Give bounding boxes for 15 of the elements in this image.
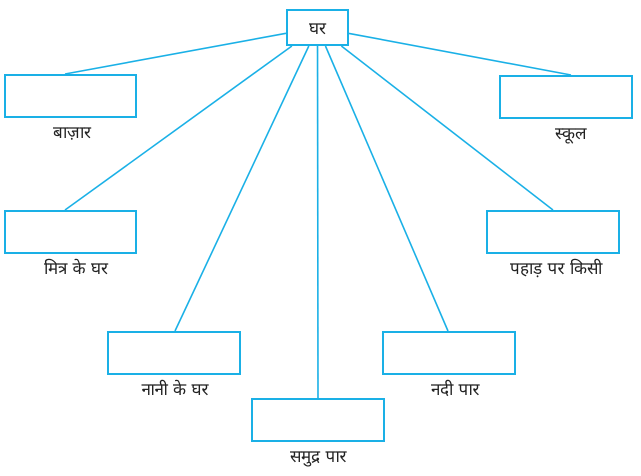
- connector-line: [64, 32, 286, 75]
- place-label: नदी पार: [431, 379, 480, 401]
- place-label: समुद्र पार: [290, 446, 346, 468]
- place-label: स्कूल: [555, 123, 587, 145]
- place-label: मित्र के घर: [44, 258, 108, 280]
- connector-line: [64, 45, 292, 211]
- connector-line: [174, 46, 310, 332]
- connector-line: [340, 45, 554, 211]
- connector-line: [316, 46, 319, 398]
- place-label: नानी के घर: [142, 379, 208, 401]
- place-label: बाज़ार: [53, 122, 91, 144]
- connector-line: [348, 32, 572, 76]
- connector-line: [324, 46, 449, 332]
- word-box: घर: [286, 9, 349, 46]
- place-label: पहाड़ पर किसी: [510, 258, 602, 280]
